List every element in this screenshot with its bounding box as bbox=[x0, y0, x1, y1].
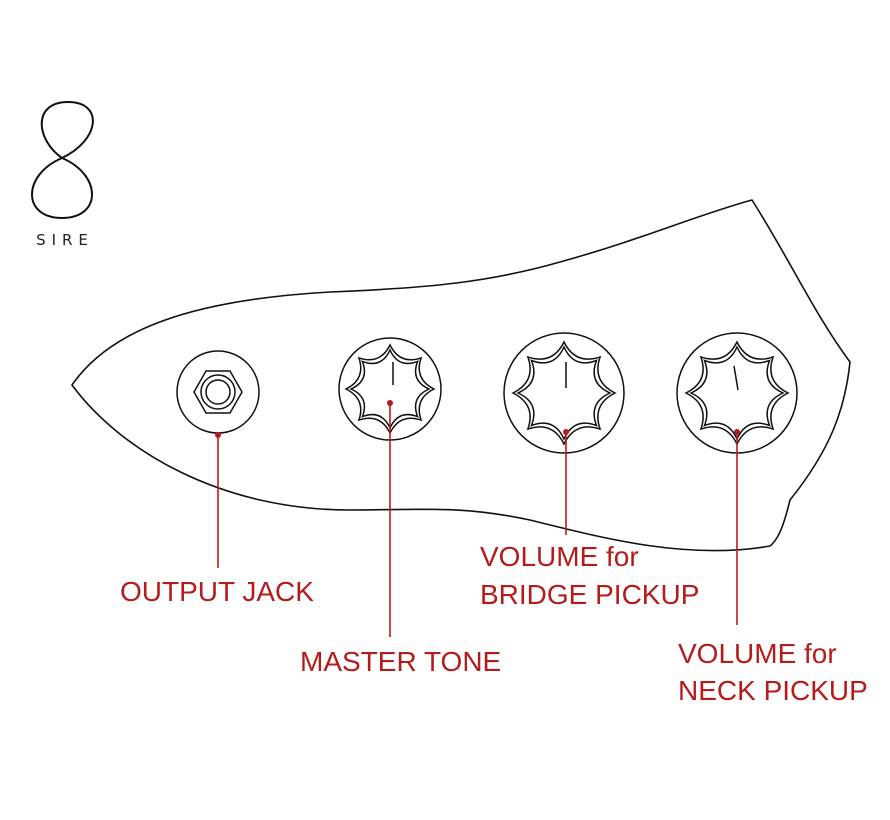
control-plate-outline bbox=[71, 199, 851, 552]
sire-logo-text: SIRE bbox=[36, 231, 94, 249]
volume-bridge-label-line1: VOLUME for bbox=[480, 541, 639, 572]
volume-bridge-label-line2: BRIDGE PICKUP bbox=[480, 579, 699, 610]
volume-bridge-leader bbox=[563, 429, 569, 535]
volume-neck-leader bbox=[734, 429, 740, 625]
volume-bridge-knob-icon bbox=[503, 332, 625, 454]
sire-logo: SIRE bbox=[31, 100, 94, 249]
master-tone-leader bbox=[387, 400, 393, 637]
master-tone-label: MASTER TONE bbox=[300, 646, 501, 677]
output-jack-label: OUTPUT JACK bbox=[120, 576, 314, 607]
sire-logo-mark bbox=[31, 100, 94, 220]
volume-neck-label-line1: VOLUME for bbox=[678, 638, 837, 669]
volume-neck-label-line2: NECK PICKUP bbox=[678, 675, 868, 706]
output-jack-leader bbox=[215, 432, 221, 568]
